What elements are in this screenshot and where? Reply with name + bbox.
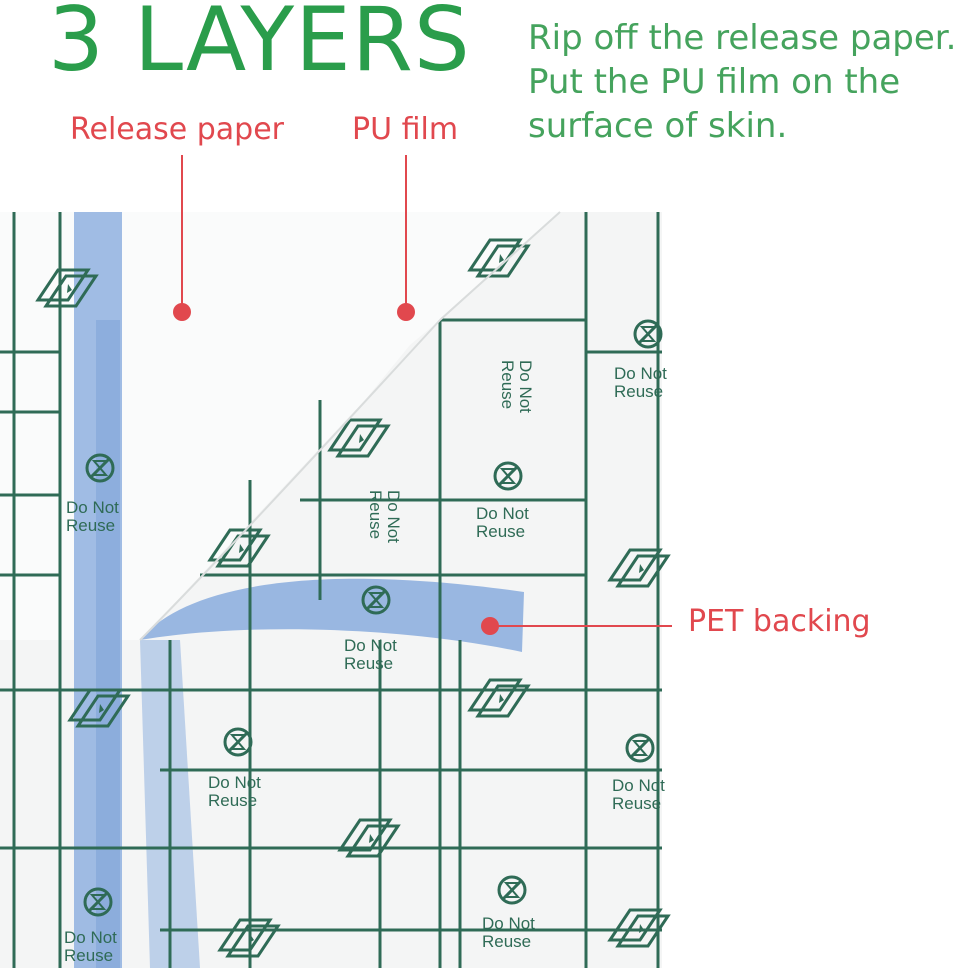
pet-backing-strip	[140, 578, 524, 652]
do-not-text: Do Not	[614, 364, 667, 383]
instruction-line-2: Put the PU film on the	[528, 62, 901, 102]
reuse-text: Reuse	[476, 522, 525, 541]
peel-edge	[139, 211, 561, 641]
do-not-text: Do Not	[66, 498, 119, 517]
callout-dot-pu	[397, 303, 415, 321]
instruction-line-3: surface of skin.	[528, 106, 788, 146]
reuse-text: Reuse	[344, 654, 393, 673]
label-pu-film: PU film	[352, 112, 459, 147]
reuse-text-mirrored: Reuse	[366, 490, 385, 539]
do-not-text: Do Not	[612, 776, 665, 795]
reuse-text: Reuse	[66, 516, 115, 535]
reuse-text-mirrored: Reuse	[498, 360, 517, 409]
callout-dot-pet	[481, 617, 499, 635]
instruction-line-1: Rip off the release paper.	[528, 18, 957, 58]
do-not-text: Do Not	[344, 636, 397, 655]
instructions: Rip off the release paper. Put the PU fi…	[528, 16, 968, 148]
reuse-text: Reuse	[208, 791, 257, 810]
pu-film-layer	[0, 212, 560, 640]
label-pet-backing: PET backing	[688, 604, 871, 639]
reuse-text: Reuse	[612, 794, 661, 813]
reuse-text: Reuse	[614, 382, 663, 401]
do-not-text: Do Not	[476, 504, 529, 523]
do-not-text: Do Not	[482, 914, 535, 933]
do-not-text: Do Not	[64, 928, 117, 947]
callouts	[173, 155, 672, 635]
do-not-text: Do Not	[208, 773, 261, 792]
do-not-text-mirrored: Do Not	[384, 490, 403, 543]
title: 3 LAYERS	[48, 0, 471, 91]
callout-dot-release	[173, 303, 191, 321]
reuse-text: Reuse	[482, 932, 531, 951]
reuse-text: Reuse	[64, 946, 113, 965]
label-release-paper: Release paper	[70, 112, 285, 147]
do-not-text-mirrored: Do Not	[516, 360, 535, 413]
